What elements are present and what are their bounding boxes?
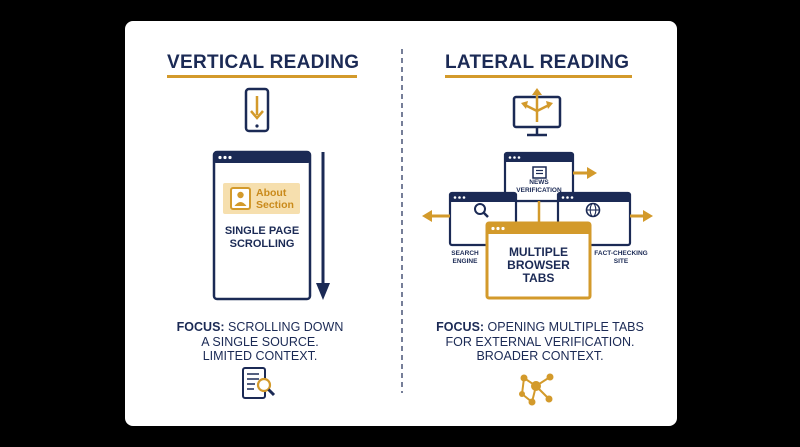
scroll-down-arrow (316, 152, 330, 300)
vertical-focus-text: FOCUS: SCROLLING DOWN A SINGLE SOURCE. L… (176, 320, 344, 363)
document-magnifier-icon (242, 367, 276, 399)
magnifier-icon (474, 203, 489, 218)
lateral-focus-text: FOCUS: OPENING MULTIPLE TABS FOR EXTERNA… (436, 320, 644, 363)
search-engine-label: SEARCH ENGINE (451, 250, 479, 265)
monitor-branching-arrows-icon (512, 88, 562, 137)
newspaper-icon (532, 166, 547, 179)
globe-icon (585, 202, 601, 218)
fact-arrow-right (630, 210, 653, 222)
news-verification-label: NEWS VERIFICATION (516, 179, 562, 194)
graphics-layer (212, 49, 653, 406)
vertical-reading-title: VERTICAL READING (167, 52, 360, 73)
multiple-browser-tabs-label: MULTIPLE BROWSER TABS (507, 245, 570, 285)
main-browser-window (485, 221, 592, 300)
infographic-card: VERTICAL READING About Section SINGLE PA… (125, 21, 677, 426)
network-nodes-icon (519, 373, 554, 406)
vertical-title-underline (167, 75, 357, 78)
fact-checking-label: FACT-CHECKING SITE (594, 250, 648, 265)
lateral-reading-title: LATERAL READING (445, 52, 630, 73)
search-arrow-left (422, 210, 450, 222)
single-page-label: SINGLE PAGE SCROLLING (224, 225, 300, 250)
lateral-title-underline (445, 75, 632, 78)
user-icon (230, 187, 251, 210)
tablet-down-arrow-icon (244, 87, 270, 133)
news-arrow-right (573, 167, 597, 179)
about-section-label: About Section (256, 187, 294, 211)
